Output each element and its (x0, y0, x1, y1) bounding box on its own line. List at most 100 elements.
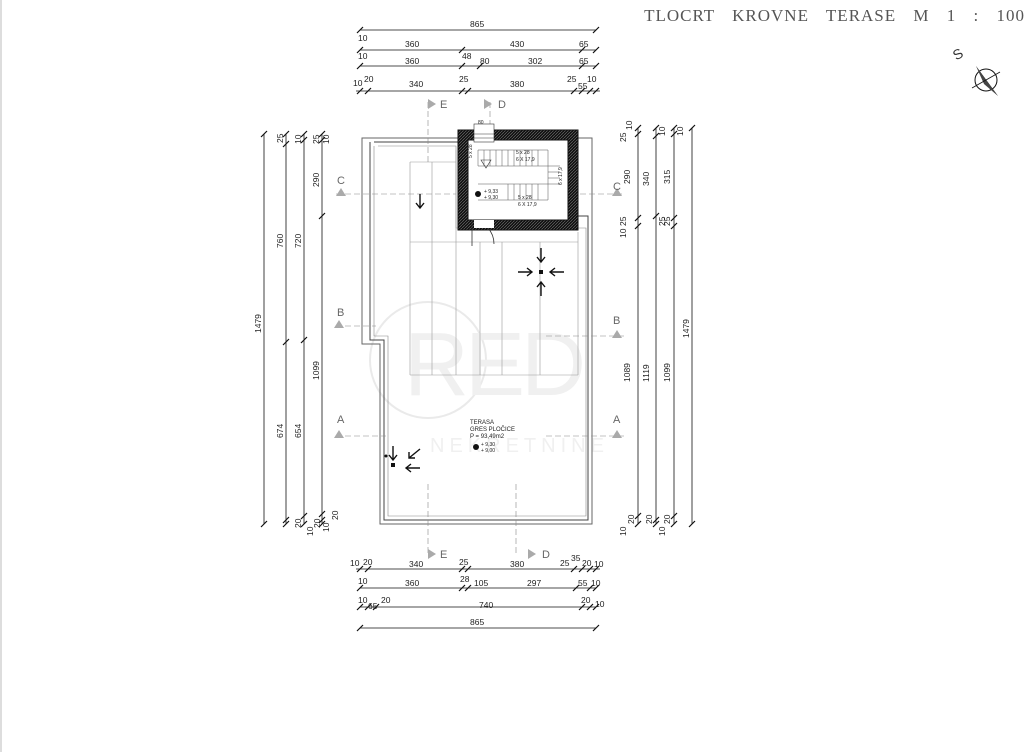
level-marker-icon (473, 444, 479, 450)
dim-tick (670, 512, 678, 520)
dim-right-c3-f: 10 (657, 526, 667, 536)
dim-tick (592, 62, 600, 70)
stair-direction-icon (480, 159, 492, 169)
dim-tick (634, 214, 642, 222)
dim-tick (634, 130, 642, 138)
watermark-logo: RED (404, 315, 582, 415)
dim-tick (300, 136, 308, 144)
dim-left-c4-e: 10 (305, 526, 315, 536)
watermark: RED NEKRETNINE (369, 301, 609, 457)
drain-icon (391, 463, 395, 467)
dim-tick (458, 87, 466, 95)
dim-tick (458, 584, 466, 592)
section-marker-d-top (484, 99, 492, 109)
dim-tick (364, 603, 372, 611)
dim-tick (356, 62, 364, 70)
dim-bot-r1-f: 25 (560, 558, 570, 568)
terrace-material: GRES PLOČICE (470, 426, 515, 433)
dim-tick (282, 130, 290, 138)
arrow-diag-icon (408, 448, 421, 459)
dim-left-c4-b: 10 (321, 134, 331, 144)
arrow-down-icon (536, 248, 546, 264)
dim-top-r4-a: 10 (353, 78, 363, 88)
dim-tick (578, 46, 586, 54)
dim-tick (652, 516, 660, 524)
arrow-right-icon (518, 267, 534, 277)
dim-bot-r1-c: 340 (409, 559, 423, 569)
section-marker-c-right (612, 188, 622, 196)
section-lines (336, 102, 624, 556)
dim-tick (592, 584, 600, 592)
dim-tick (634, 124, 642, 132)
dim-tick (372, 603, 380, 611)
dim-left-c2-c: 674 (275, 424, 285, 438)
dim-tick (318, 510, 326, 518)
dim-right-c3-g: 20 (662, 514, 672, 524)
stair-steps-bottom: 5 x 28 (518, 195, 532, 201)
dim-left-c4-a: 25 (311, 134, 321, 144)
dim-top-total: 865 (470, 19, 484, 29)
dim-tick (282, 520, 290, 528)
dim-top-r4-f: 25 (567, 74, 577, 84)
dim-tick (592, 603, 600, 611)
dim-top-r2-d: 65 (579, 39, 589, 49)
section-label-a-left: A (337, 414, 345, 426)
dim-tick (670, 124, 678, 132)
stair-door-width: 80 (478, 120, 484, 126)
dim-tick (634, 512, 642, 520)
dim-right-c2-a: 10 (657, 126, 667, 136)
dim-tick (670, 222, 678, 230)
section-label-a-right: A (613, 414, 621, 426)
dim-tick (578, 603, 586, 611)
title-word-2: KROVNE (732, 6, 809, 25)
dim-tick (300, 520, 308, 528)
watermark-sub: NEKRETNINE (430, 435, 609, 457)
dim-tick (652, 212, 660, 220)
dim-tick (652, 520, 660, 528)
dim-tick (318, 520, 326, 528)
dim-tick (282, 140, 290, 148)
dim-tick (282, 516, 290, 524)
dim-bot-r2-a: 10 (358, 576, 368, 586)
dim-top-r4-h: 55 (578, 81, 588, 91)
dim-bot-r1-b: 20 (363, 557, 373, 567)
stair-rise-bottom: 6 X 17,9 (518, 202, 537, 208)
dim-tick (570, 565, 578, 573)
dim-tick (300, 336, 308, 344)
section-marker-e-top (428, 99, 436, 109)
dims-left: 1479 25 760 674 10 720 654 25 10 290 109… (253, 133, 340, 536)
dim-tick (586, 87, 594, 95)
dim-left-c3-b: 720 (293, 234, 303, 248)
section-marker-b-right (612, 330, 622, 338)
terrace-area: P = 93,49m2 (470, 434, 505, 440)
dim-bot-r3-c: 20 (381, 595, 391, 605)
dim-top-r4-g: 10 (587, 74, 597, 84)
dim-tick (592, 46, 600, 54)
dim-bot-r2-g: 10 (591, 578, 601, 588)
dim-tick (318, 212, 326, 220)
dim-tick (578, 62, 586, 70)
dim-bot-r2-d: 105 (474, 578, 488, 588)
terrace-label: TERASA GRES PLOČICE P = 93,49m2 + 9,30 +… (470, 420, 515, 454)
dim-top-r4-c: 340 (409, 79, 423, 89)
dim-tick (260, 520, 268, 528)
dim-tick (634, 222, 642, 230)
dim-right-total: 1479 (681, 319, 691, 338)
dim-right-c2-e: 20 (644, 514, 654, 524)
dim-tick (458, 62, 466, 70)
dim-bot-r3-e: 20 (581, 595, 591, 605)
arrow-down-icon (388, 446, 398, 462)
dim-tick (356, 26, 364, 34)
section-markers: C C B B A A E D E D (334, 99, 622, 561)
dim-right-c2-c: 25 (657, 216, 667, 226)
stair-door (473, 123, 495, 143)
dim-right-c1-h: 20 (626, 514, 636, 524)
dim-tick (688, 124, 696, 132)
dim-tick (572, 584, 580, 592)
dim-tick (458, 565, 466, 573)
dim-bot-r2-c: 28 (460, 574, 470, 584)
dim-left-b-b: 20 (330, 510, 340, 520)
dim-tick (476, 62, 484, 70)
dim-top-r2-a: 10 (358, 33, 368, 43)
dim-top-r4-e: 380 (510, 79, 524, 89)
